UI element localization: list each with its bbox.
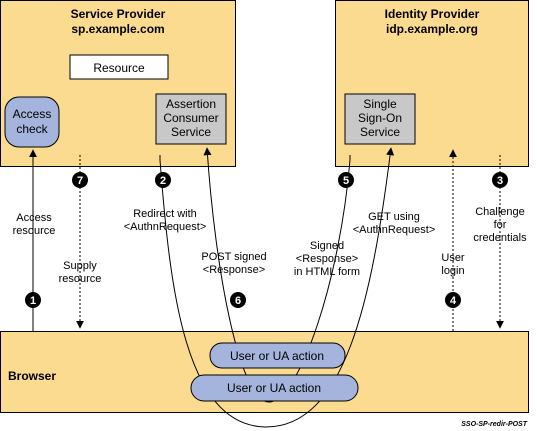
acs-box (155, 93, 227, 145)
sp-title: Service Provider (71, 7, 166, 21)
access-check-line-2: check (16, 122, 48, 136)
step-1-number: 1 (30, 295, 36, 307)
step-1-badge (25, 292, 41, 308)
step-4-number: 4 (450, 295, 457, 307)
access-check-box (4, 96, 60, 148)
get-using-line-2: <AuthnRequest> (353, 224, 436, 236)
resource-label: Resource (93, 61, 145, 75)
step-6-number: 6 (235, 295, 241, 307)
step-4-badge (445, 292, 461, 308)
step-3-badge (492, 172, 508, 188)
acs-line-2: Consumer (163, 111, 218, 125)
resource-box (69, 54, 169, 80)
post-signed-line-1: POST signed (201, 251, 266, 263)
post-signed-line-2: <Response> (203, 264, 265, 276)
supply-resource-line-2: resource (59, 273, 102, 285)
signed-response-line-3: in HTML form (294, 266, 360, 278)
sso-line-2: Sign-On (358, 111, 402, 125)
step-6-badge (230, 292, 246, 308)
sp-domain: sp.example.com (71, 22, 164, 36)
diagram-reference: SSO-SP-redir-POST (461, 421, 527, 428)
access-resource-line-2: resource (13, 225, 56, 237)
step-2-badge (155, 172, 171, 188)
step-3-number: 3 (497, 175, 503, 187)
challenge-line-3: credentials (473, 232, 527, 244)
sso-service-box (344, 93, 416, 145)
idp-title: Identity Provider (385, 7, 480, 21)
user-ua-action-2 (190, 374, 359, 402)
user-ua-action-1 (209, 342, 346, 369)
redirect-line-1: Redirect with (133, 208, 197, 220)
step-5-number: 5 (343, 175, 349, 187)
acs-line-3: Service (171, 125, 211, 139)
sso-line-3: Service (360, 125, 400, 139)
challenge-line-2: for (494, 219, 507, 231)
access-check-line-1: Access (13, 107, 52, 121)
get-using-line-1: GET using (368, 211, 420, 223)
user-login-line-1: User (441, 252, 465, 264)
post-loop-curve (203, 147, 351, 403)
user-ua-action-2-label: User or UA action (227, 381, 321, 395)
idp-domain: idp.example.org (386, 22, 478, 36)
supply-resource-line-1: Supply (63, 260, 97, 272)
browser-title: Browser (8, 369, 56, 383)
acs-line-1: Assertion (166, 97, 216, 111)
step-5-badge (338, 172, 354, 188)
redirect-line-2: <AuthnRequest> (124, 221, 207, 233)
redirect-loop-curve (159, 147, 395, 428)
signed-response-line-2: <Response> (296, 253, 358, 265)
user-ua-action-1-label: User or UA action (230, 349, 324, 363)
access-resource-line-1: Access (16, 212, 52, 224)
signed-response-line-1: Signed (310, 240, 344, 252)
step-2-number: 2 (160, 175, 166, 187)
challenge-line-1: Challenge (475, 206, 525, 218)
sso-line-1: Single (363, 97, 397, 111)
step-7-badge (72, 172, 88, 188)
step-7-number: 7 (77, 175, 83, 187)
user-login-line-2: login (441, 265, 464, 277)
